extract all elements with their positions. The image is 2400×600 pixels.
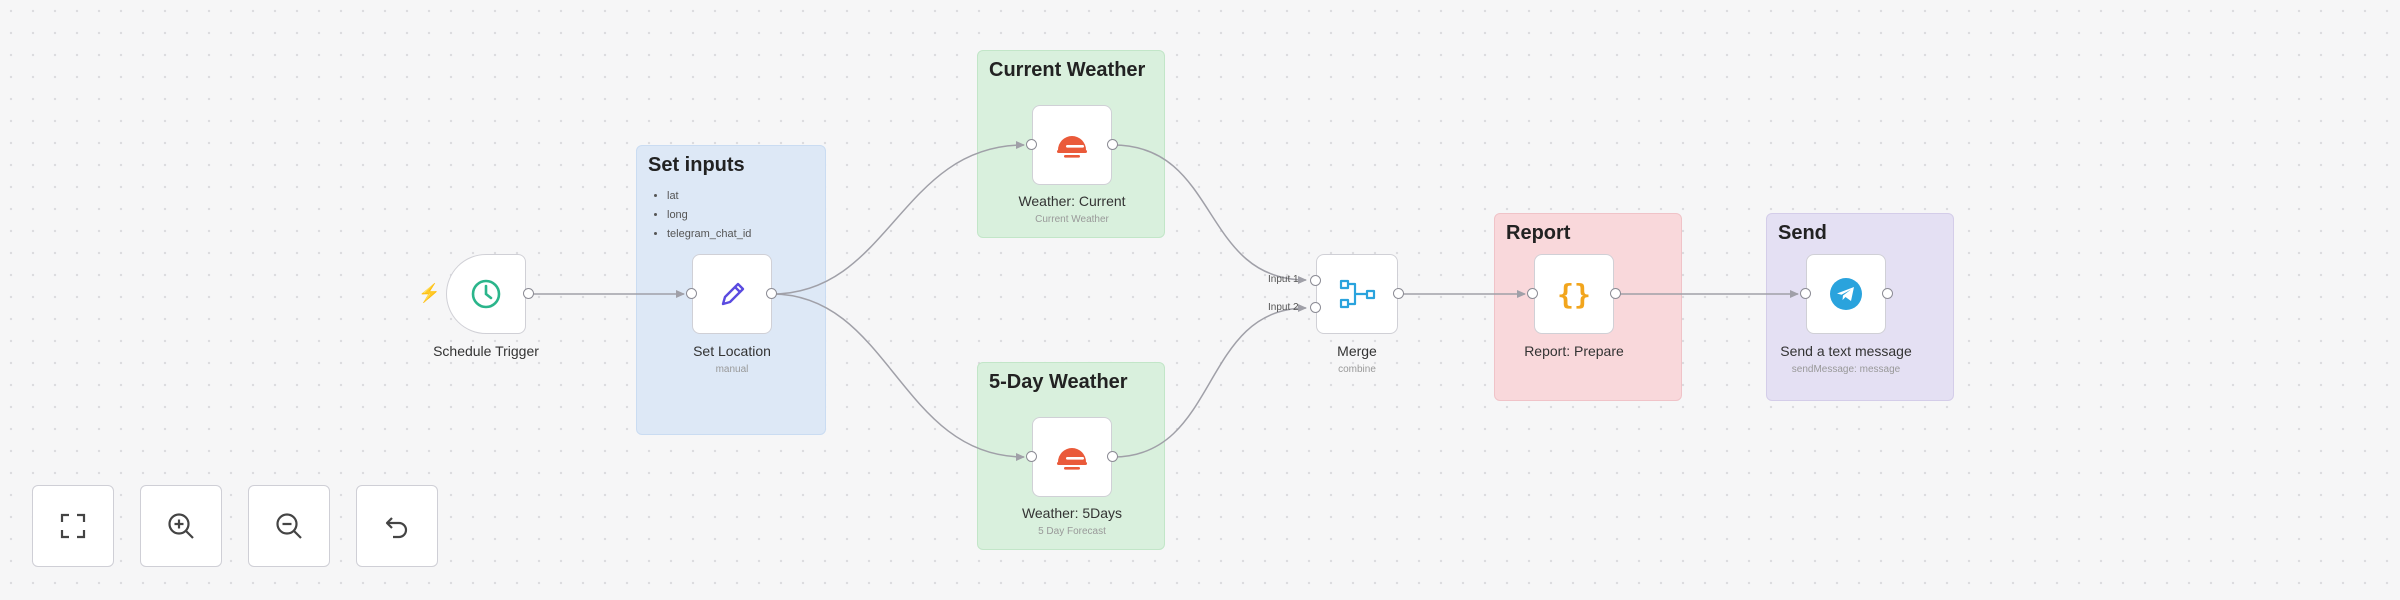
input-2-label: Input 2 (1268, 302, 1299, 313)
sticky-list-item: lat (667, 187, 751, 206)
input-port-1[interactable] (1310, 275, 1321, 286)
node-subtitle: 5 Day Forecast (1038, 526, 1106, 537)
node-label: Schedule Trigger (433, 343, 539, 359)
connection-set-to-5days (771, 293, 1025, 461)
input-port[interactable] (686, 288, 697, 299)
node-merge[interactable] (1316, 254, 1398, 334)
zoom-in-icon (168, 513, 194, 539)
node-weather-current[interactable] (1032, 105, 1112, 185)
zoom-in-button[interactable] (140, 485, 222, 567)
fit-view-icon (60, 513, 86, 539)
input-port[interactable] (1026, 451, 1037, 462)
reset-icon (385, 517, 408, 539)
code-braces-icon: {} (1557, 278, 1591, 311)
svg-text:{}: {} (1557, 278, 1591, 311)
node-label: Weather: 5Days (1021, 505, 1123, 521)
pencil-icon (721, 282, 745, 306)
merge-icon (1339, 279, 1376, 309)
node-label: Set Location (693, 343, 771, 359)
node-send-message[interactable] (1806, 254, 1886, 334)
input-1-label: Input 1 (1268, 274, 1299, 285)
sticky-title: Send (1778, 222, 1827, 244)
sticky-list-item: long (667, 206, 751, 225)
telegram-icon (1830, 278, 1862, 310)
node-subtitle: sendMessage: message (1791, 364, 1901, 375)
output-port[interactable] (1107, 139, 1118, 150)
node-report-prepare[interactable]: {} (1534, 254, 1614, 334)
sticky-title: Current Weather (989, 59, 1146, 81)
zoom-out-icon (276, 513, 302, 539)
sticky-title: 5-Day Weather (989, 371, 1128, 393)
input-port[interactable] (1026, 139, 1037, 150)
connection-set-to-current (771, 141, 1025, 295)
output-port[interactable] (766, 288, 777, 299)
node-schedule-trigger[interactable] (446, 254, 526, 334)
output-port[interactable] (1610, 288, 1621, 299)
reset-zoom-button[interactable] (356, 485, 438, 567)
output-port[interactable] (1393, 288, 1404, 299)
node-label: Weather: Current (1018, 193, 1126, 209)
node-subtitle: combine (1338, 364, 1376, 375)
sticky-title: Set inputs (648, 154, 745, 176)
node-set-location[interactable] (692, 254, 772, 334)
output-port[interactable] (1107, 451, 1118, 462)
output-port[interactable] (1882, 288, 1893, 299)
node-weather-5days[interactable] (1032, 417, 1112, 497)
fit-view-button[interactable] (32, 485, 114, 567)
node-subtitle: Current Weather (1035, 214, 1109, 225)
weather-app-icon (1057, 136, 1087, 158)
trigger-bolt-icon: ⚡ (418, 283, 441, 303)
sticky-list: lat long telegram_chat_id (651, 187, 751, 244)
node-label: Report: Prepare (1524, 343, 1624, 359)
output-port[interactable] (523, 288, 534, 299)
node-subtitle: manual (715, 364, 749, 375)
node-label: Send a text message (1780, 343, 1912, 359)
zoom-out-button[interactable] (248, 485, 330, 567)
sticky-set-inputs[interactable]: Set inputs lat long telegram_chat_id (636, 145, 826, 435)
input-port-2[interactable] (1310, 302, 1321, 313)
connection-5days-to-merge (1112, 304, 1307, 458)
sticky-title: Report (1506, 222, 1571, 244)
clock-icon (471, 279, 501, 309)
node-label: Merge (1337, 343, 1377, 359)
sticky-list-item: telegram_chat_id (667, 225, 751, 244)
weather-app-icon (1057, 448, 1087, 470)
input-port[interactable] (1800, 288, 1811, 299)
input-port[interactable] (1527, 288, 1538, 299)
connection-current-to-merge (1112, 144, 1307, 284)
